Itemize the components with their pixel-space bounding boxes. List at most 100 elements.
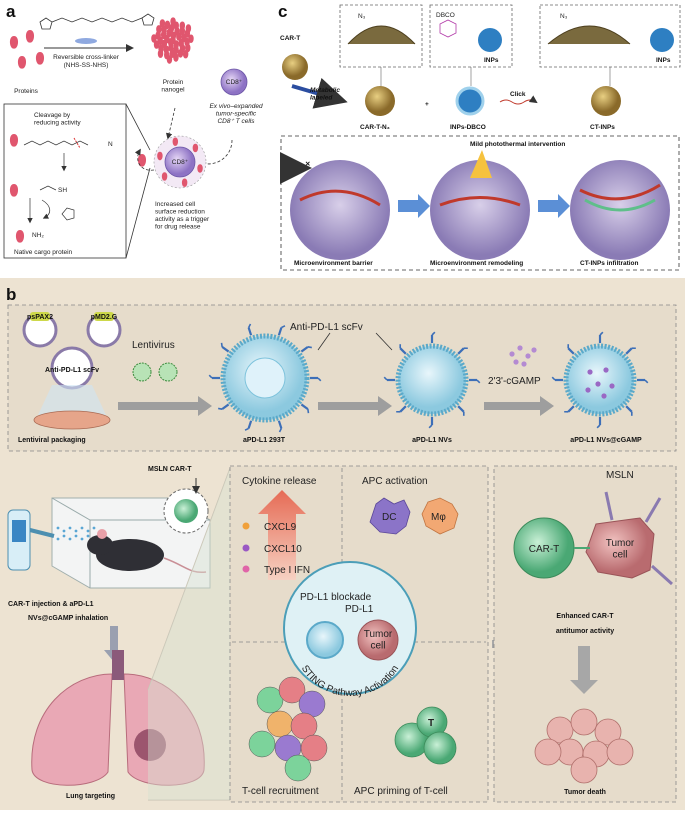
nanogel-subunit: [158, 49, 163, 57]
tumor-death-label: Tumor death: [564, 789, 606, 796]
proteins-label: Proteins: [14, 88, 39, 95]
attached-nanogel: [157, 152, 162, 160]
cd8-top-label: CD8⁺: [226, 79, 243, 86]
nanogel-subunit: [160, 19, 165, 27]
barrier-x-icon: ✕: [305, 161, 311, 168]
cxcl10-dot: [243, 545, 250, 552]
dead-tumor-cell: [571, 709, 597, 735]
nanogel-to-complex-arrow: [168, 108, 175, 138]
cgamp-molecule: [517, 345, 522, 350]
injection-label-1: CAR-T injection & aPD-L1: [8, 601, 94, 608]
car-t-n3-label: CAR-T-N₃: [360, 124, 390, 131]
nanogel-subunit: [170, 17, 175, 25]
scfv-arm: [218, 408, 222, 409]
aerosol-droplet: [63, 530, 66, 533]
panel-b: b psPAX2 pMD2.G Anti-PD-L1 scFv Lentivir…: [0, 278, 685, 810]
n3-label-1: N₃: [358, 13, 366, 20]
apd-nv-cgamp: [566, 346, 634, 414]
barrier-label: Microenvironment barrier: [294, 260, 373, 267]
panel-b-letter: b: [6, 285, 16, 304]
lentiviral-packaging-label: Lentiviral packaging: [18, 437, 86, 444]
nanogel-subunit: [183, 50, 188, 58]
attached-nanogel: [197, 164, 202, 172]
pmd2g-label: pMD2.G: [91, 314, 118, 321]
dbco-label: DBCO: [436, 12, 455, 19]
lentivirus-label: Lentivirus: [132, 340, 175, 351]
apc-activation-label: APC activation: [362, 476, 428, 487]
apc-priming-label: APC priming of T-cell: [354, 786, 448, 797]
inps-label-1: INPs: [484, 57, 499, 64]
lung-targeting-label: Lung targeting: [66, 793, 115, 800]
car-t-zoom-cell: [174, 499, 198, 523]
inps-dbco-particle: [457, 88, 483, 114]
nh-label: N: [108, 141, 113, 148]
cxcl10-label: CXCL10: [264, 544, 302, 555]
car-t-cell-label: CAR-T: [529, 544, 560, 555]
nanogel-subunit: [167, 55, 172, 63]
culture-dish: [34, 411, 110, 429]
dead-tumor-cell: [535, 739, 561, 765]
t-cell-recruitment-label: T-cell recruitment: [242, 786, 319, 797]
infiltration-label: CT-INPs infiltration: [580, 260, 639, 267]
cgamp-molecule: [603, 367, 608, 372]
enhanced-label-1: Enhanced CAR-T: [556, 613, 614, 620]
apd-nvs-label: aPD-L1 NVs: [412, 437, 452, 444]
mild-label: Mild photothermal intervention: [470, 141, 565, 148]
crosslinker-label: Reversible cross-linker: [53, 54, 120, 61]
scfv-arm: [308, 409, 309, 413]
protein-blob: [26, 30, 34, 43]
car-t-cell: [282, 54, 308, 80]
nanogel-subunit: [165, 21, 170, 29]
attached-nanogel: [173, 138, 178, 146]
ct-inps-label: CT-INPs: [590, 124, 615, 131]
cgamp-molecule: [513, 359, 518, 364]
released-protein: [138, 154, 146, 167]
pdl1-label: PD-L1: [345, 604, 374, 615]
crosslinker-sub-label: (NHS-SS-NHS): [64, 62, 109, 69]
aerosol-droplet: [57, 538, 60, 541]
recruited-cell: [285, 755, 311, 781]
cgamp-molecule: [585, 387, 590, 392]
cgamp-molecule: [531, 347, 536, 352]
cgamp-molecule: [525, 353, 530, 358]
plus-sign: +: [425, 101, 429, 108]
cargo-protein: [10, 184, 18, 197]
aerosol-droplet: [81, 538, 84, 541]
aerosol-droplet: [93, 527, 96, 530]
click-label: Click: [510, 91, 526, 98]
inset-connectors: [381, 67, 610, 86]
nh2-label: NH₂: [32, 232, 44, 239]
protein-blob: [36, 52, 44, 65]
aerosol-droplet: [87, 535, 90, 538]
aerosol-droplet: [87, 530, 90, 533]
nv-in-circle: [307, 622, 343, 658]
nanogel-subunit: [173, 53, 178, 61]
recruited-cell: [267, 711, 293, 737]
sh-label: SH: [58, 187, 67, 194]
cgamp-molecule: [595, 381, 600, 386]
nanogel-subunit: [178, 49, 183, 57]
attached-nanogel: [162, 172, 167, 180]
lentivirus-icon-2: [159, 363, 177, 381]
cd8-bottom-label: CD8⁺: [172, 159, 189, 166]
cgamp-molecule: [609, 383, 614, 388]
scfv-arm: [222, 343, 223, 347]
car-t-n3-cell: [365, 86, 395, 116]
cytokine-release-label: Cytokine release: [242, 476, 317, 487]
t-cell-3: [424, 732, 456, 764]
scfv-arm: [308, 347, 312, 348]
ifn-dot: [243, 566, 250, 573]
mouse-ear: [97, 529, 107, 539]
dead-tumor-cell: [571, 757, 597, 783]
crosslinker-capsule-icon: [75, 38, 97, 44]
apd-293t-label: aPD-L1 293T: [243, 437, 286, 444]
attached-nanogel: [182, 178, 187, 186]
nanogel-subunit: [151, 34, 156, 42]
cargo-protein: [16, 230, 24, 243]
cgamp-molecule: [509, 351, 514, 356]
n3-label-2: N₃: [560, 13, 568, 20]
